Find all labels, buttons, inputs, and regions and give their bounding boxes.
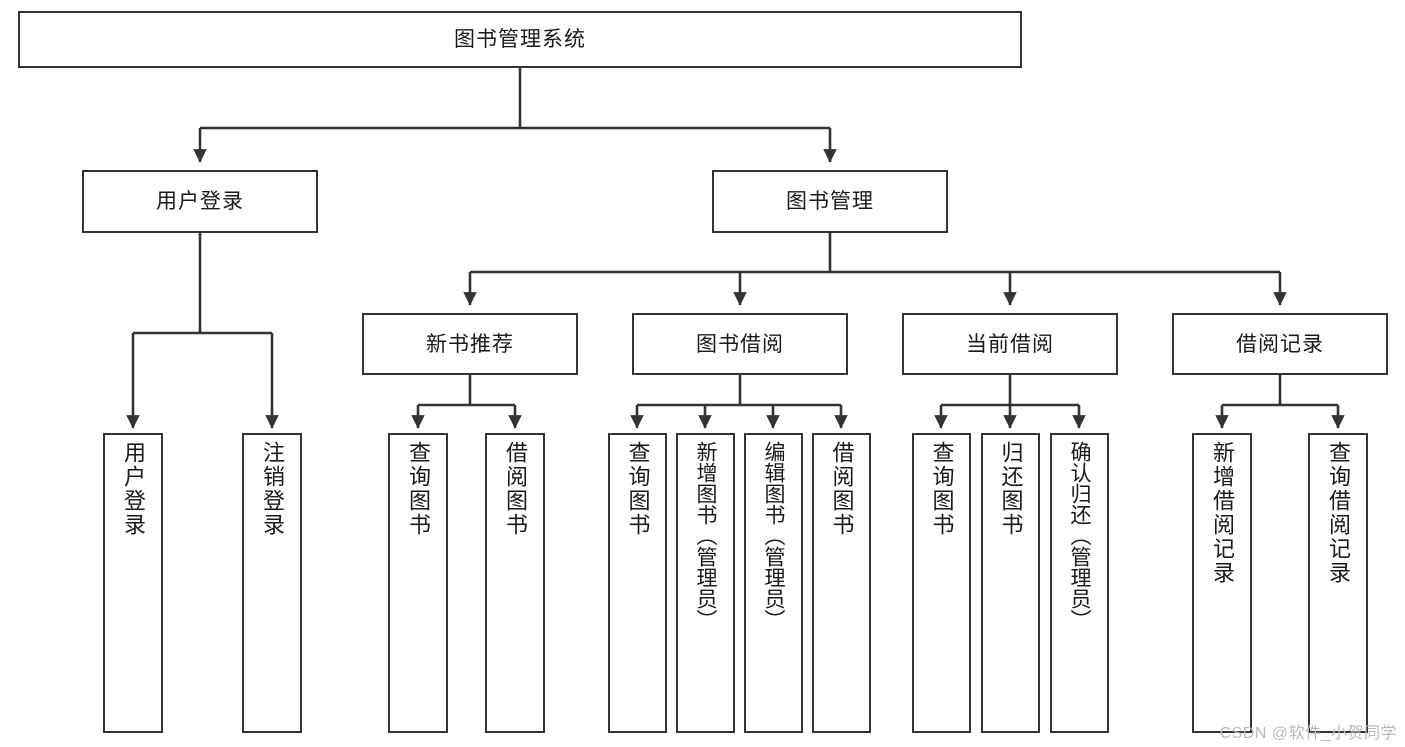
leaf-edit-book-label: 编辑图书（管理员）	[762, 441, 786, 630]
leaf-add-record-label: 新增借阅记录	[1209, 441, 1235, 585]
leaf-user-login-label: 用户登录	[120, 441, 146, 537]
node-borrow-record[interactable]: 借阅记录	[1172, 313, 1388, 375]
node-book-borrow[interactable]: 图书借阅	[632, 313, 848, 375]
leaf-query-book-2-label: 查询图书	[625, 441, 651, 537]
node-book-borrow-label: 图书借阅	[696, 332, 784, 356]
node-user-login-label: 用户登录	[156, 190, 244, 213]
leaf-add-book-label: 新增图书（管理员）	[694, 441, 718, 630]
leaf-query-record[interactable]: 查询借阅记录	[1308, 433, 1368, 733]
leaf-borrow-book-1-label: 借阅图书	[502, 441, 528, 537]
leaf-return-book-label: 归还图书	[998, 441, 1024, 537]
leaf-user-logout-label: 注销登录	[259, 441, 285, 537]
leaf-borrow-book-2-label: 借阅图书	[829, 441, 855, 537]
node-book-manage[interactable]: 图书管理	[712, 170, 948, 233]
leaf-query-book-3-label: 查询图书	[929, 441, 955, 537]
node-current-borrow[interactable]: 当前借阅	[902, 313, 1118, 375]
leaf-query-book-1-label: 查询图书	[405, 441, 431, 537]
node-new-book-recommend-label: 新书推荐	[426, 332, 514, 356]
leaf-edit-book[interactable]: 编辑图书（管理员）	[744, 433, 803, 733]
leaf-add-book[interactable]: 新增图书（管理员）	[676, 433, 735, 733]
leaf-borrow-book-2[interactable]: 借阅图书	[812, 433, 871, 733]
leaf-query-book-1[interactable]: 查询图书	[388, 433, 448, 733]
leaf-query-book-2[interactable]: 查询图书	[608, 433, 667, 733]
leaf-confirm-return[interactable]: 确认归还（管理员）	[1050, 433, 1109, 733]
node-current-borrow-label: 当前借阅	[966, 332, 1054, 356]
node-book-manage-label: 图书管理	[786, 190, 874, 213]
leaf-query-record-label: 查询借阅记录	[1325, 441, 1351, 585]
leaf-user-login[interactable]: 用户登录	[103, 433, 163, 733]
node-borrow-record-label: 借阅记录	[1236, 332, 1324, 356]
leaf-user-logout[interactable]: 注销登录	[242, 433, 302, 733]
node-root-label: 图书管理系统	[454, 28, 586, 51]
leaf-confirm-return-label: 确认归还（管理员）	[1068, 441, 1092, 630]
leaf-return-book[interactable]: 归还图书	[981, 433, 1040, 733]
node-root[interactable]: 图书管理系统	[18, 11, 1022, 68]
leaf-borrow-book-1[interactable]: 借阅图书	[485, 433, 545, 733]
node-new-book-recommend[interactable]: 新书推荐	[362, 313, 578, 375]
node-user-login[interactable]: 用户登录	[82, 170, 318, 233]
leaf-query-book-3[interactable]: 查询图书	[912, 433, 971, 733]
leaf-add-record[interactable]: 新增借阅记录	[1192, 433, 1252, 733]
